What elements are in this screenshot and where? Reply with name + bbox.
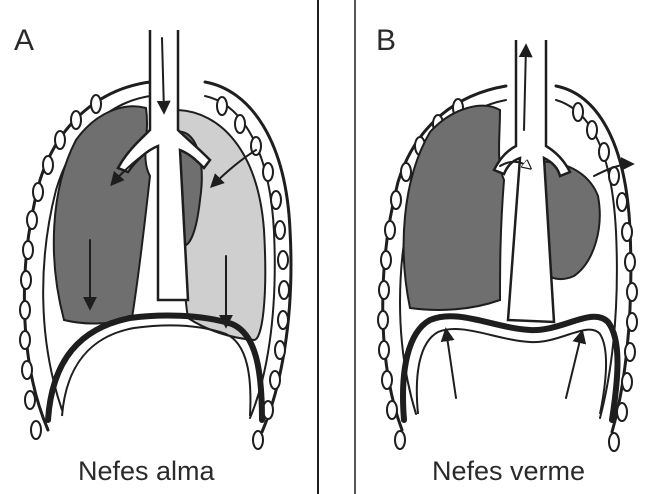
panel-b-push-arrow-left (446, 330, 456, 398)
panel-b: B (376, 24, 637, 486)
panel-b-caption: Nefes verme (432, 456, 585, 486)
panel-a: A (14, 24, 291, 486)
panel-a-caption: Nefes alma (78, 456, 216, 486)
panel-b-letter: B (376, 24, 396, 57)
panel-a-diaphragm-inner (62, 326, 250, 416)
panel-b-push-arrow-right (566, 332, 582, 398)
panel-b-diaphragm-inner (417, 329, 606, 414)
panel-a-letter: A (14, 24, 34, 57)
panel-a-left-lung (54, 106, 150, 323)
panel-b-diaphragm (403, 316, 617, 420)
